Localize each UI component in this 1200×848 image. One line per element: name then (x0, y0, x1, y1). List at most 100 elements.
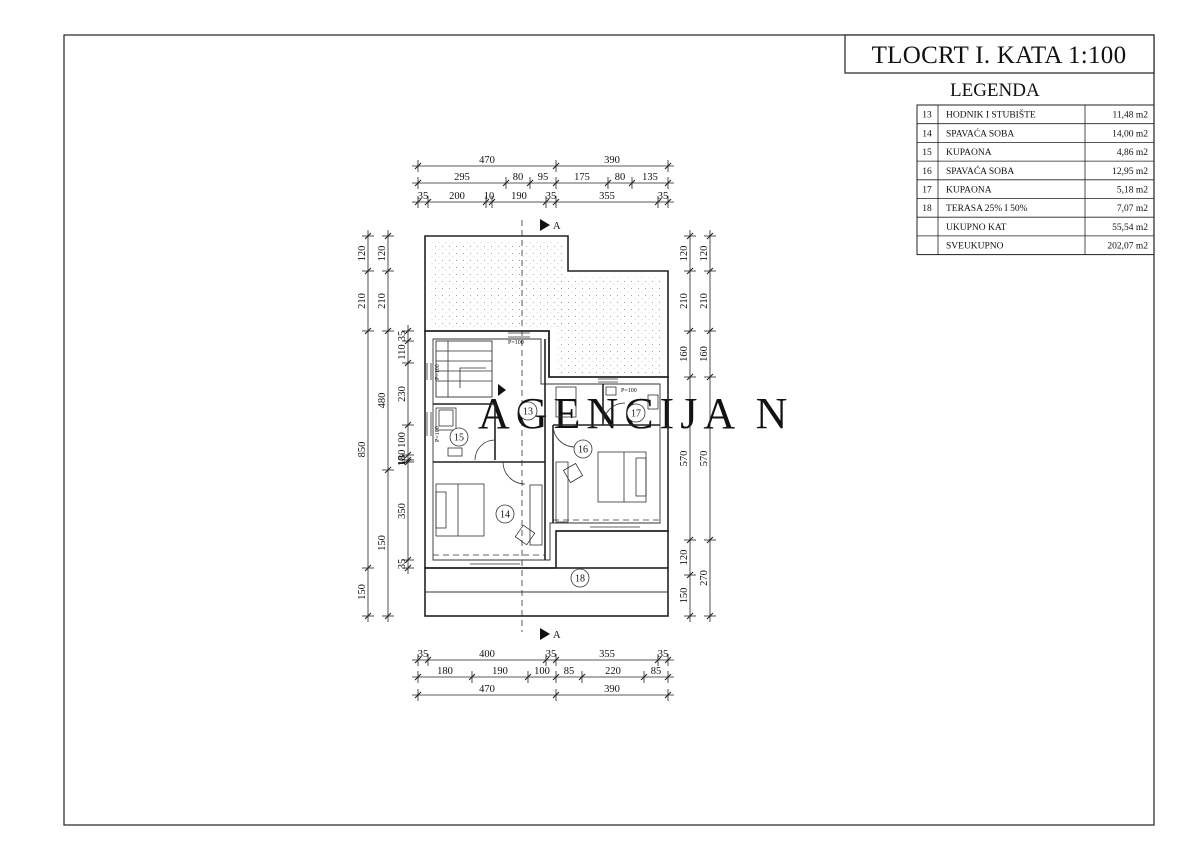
dimension-label: 95 (538, 172, 549, 183)
stair-arrow-icon (498, 384, 506, 396)
dimension-tick (686, 327, 694, 335)
dimension-label: 295 (454, 172, 470, 183)
dimension-tick (706, 536, 714, 544)
dimension-tick (552, 179, 560, 187)
roof-terrace-hatch-right (556, 277, 662, 373)
dimension-tick (482, 198, 490, 206)
washbasin-17 (647, 394, 659, 410)
legend-room-area: 11,48 m2 (1112, 111, 1148, 121)
dimension-tick (414, 691, 422, 699)
dimension-tick (686, 267, 694, 275)
chair-16 (562, 462, 584, 484)
dimension-label: 80 (615, 172, 626, 183)
shower-tray (438, 409, 454, 427)
dimension-tick (686, 232, 694, 240)
dimension-tick (404, 556, 412, 564)
chair-14 (514, 524, 536, 546)
dimension-label: 270 (699, 570, 710, 586)
dimension-label: 210 (377, 293, 388, 309)
roof-terrace-hatch (431, 242, 562, 328)
dimension-tick (414, 656, 422, 664)
dimension-label: 80 (513, 172, 524, 183)
dimension-label: 35 (546, 649, 557, 660)
legend-room-number: 13 (922, 111, 932, 121)
dimension-tick (364, 232, 372, 240)
dimension-tick (552, 673, 560, 681)
dimension-label: 135 (642, 172, 658, 183)
dimension-tick (404, 327, 412, 335)
door-swing-16 (552, 424, 576, 448)
dimension-tick (404, 451, 412, 459)
dimension-label: 390 (604, 684, 620, 695)
section-label-bottom: A (553, 630, 561, 641)
dimension-tick (364, 267, 372, 275)
dimension-tick (664, 179, 672, 187)
dimension-tick (526, 179, 534, 187)
title-box (844, 34, 1155, 74)
legend-room-number: 16 (922, 167, 932, 177)
room-number: 17 (631, 409, 641, 420)
section-arrow-bottom-icon (540, 628, 550, 640)
dimension-label: 210 (357, 293, 368, 309)
lower-terrace-step (556, 530, 669, 568)
dimension-tick (706, 327, 714, 335)
dimension-label: 35 (658, 649, 669, 660)
dimension-tick (364, 612, 372, 620)
dimension-label: 220 (605, 666, 621, 677)
dimension-label: 470 (479, 684, 495, 695)
bed-16 (597, 451, 647, 503)
legend-room-name: TERASA 25% I 50% (946, 204, 1028, 214)
legend-room-name: KUPAONA (946, 186, 992, 196)
staircase (435, 340, 506, 398)
dimension-label: 35 (418, 191, 429, 202)
dimension-tick (384, 612, 392, 620)
dimension-tick (542, 198, 550, 206)
dimension-tick (664, 198, 672, 206)
dimension-tick (552, 198, 560, 206)
dimension-label: 35 (418, 649, 429, 660)
dimension-label: 35 (546, 191, 557, 202)
legend-room-number: 14 (922, 129, 932, 139)
dimension-tick (628, 179, 636, 187)
dimension-label: 160 (699, 346, 710, 362)
dimension-tick (424, 656, 432, 664)
dimension-label: 35 (397, 331, 408, 342)
dimension-label: 850 (357, 442, 368, 458)
dimension-label: 85 (651, 666, 662, 677)
dimension-label: 35 (397, 559, 408, 570)
room-marker-circle (570, 568, 590, 588)
door-label-3: P=100 (435, 426, 441, 442)
dimension-label: 210 (699, 293, 710, 309)
dimension-tick (706, 373, 714, 381)
dimension-label: 390 (604, 155, 620, 166)
dimension-tick (686, 373, 694, 381)
dimension-tick (686, 536, 694, 544)
dimension-label: 350 (397, 503, 408, 519)
dimension-label: 120 (357, 246, 368, 262)
dimension-tick (468, 673, 476, 681)
room-marker-circle (518, 401, 538, 421)
section-arrow-top-icon (540, 219, 550, 231)
dimension-tick (404, 359, 412, 367)
dimension-label: 230 (397, 386, 408, 402)
dimension-tick (706, 612, 714, 620)
dimension-label: 150 (357, 584, 368, 600)
room-marker-circle (449, 427, 469, 447)
legend-room-area: 5,18 m2 (1117, 186, 1148, 196)
room-number: 14 (500, 510, 510, 521)
dimension-label: 100 (534, 666, 550, 677)
section-label-top: A (553, 221, 561, 232)
dimension-tick (502, 179, 510, 187)
legend-room-area: 12,95 m2 (1112, 167, 1148, 177)
legend-room-name: SPAVAĆA SOBA (946, 165, 1014, 177)
windows (426, 332, 640, 565)
room-number: 16 (578, 445, 588, 456)
bed-14-pillows (435, 491, 447, 529)
room-marker-circle (573, 439, 593, 459)
wardrobe-14 (529, 484, 543, 546)
bed-16-pillows (635, 457, 647, 497)
page-title: TLOCRT I. KATA 1:100 (872, 42, 1127, 69)
dimension-tick (578, 673, 586, 681)
